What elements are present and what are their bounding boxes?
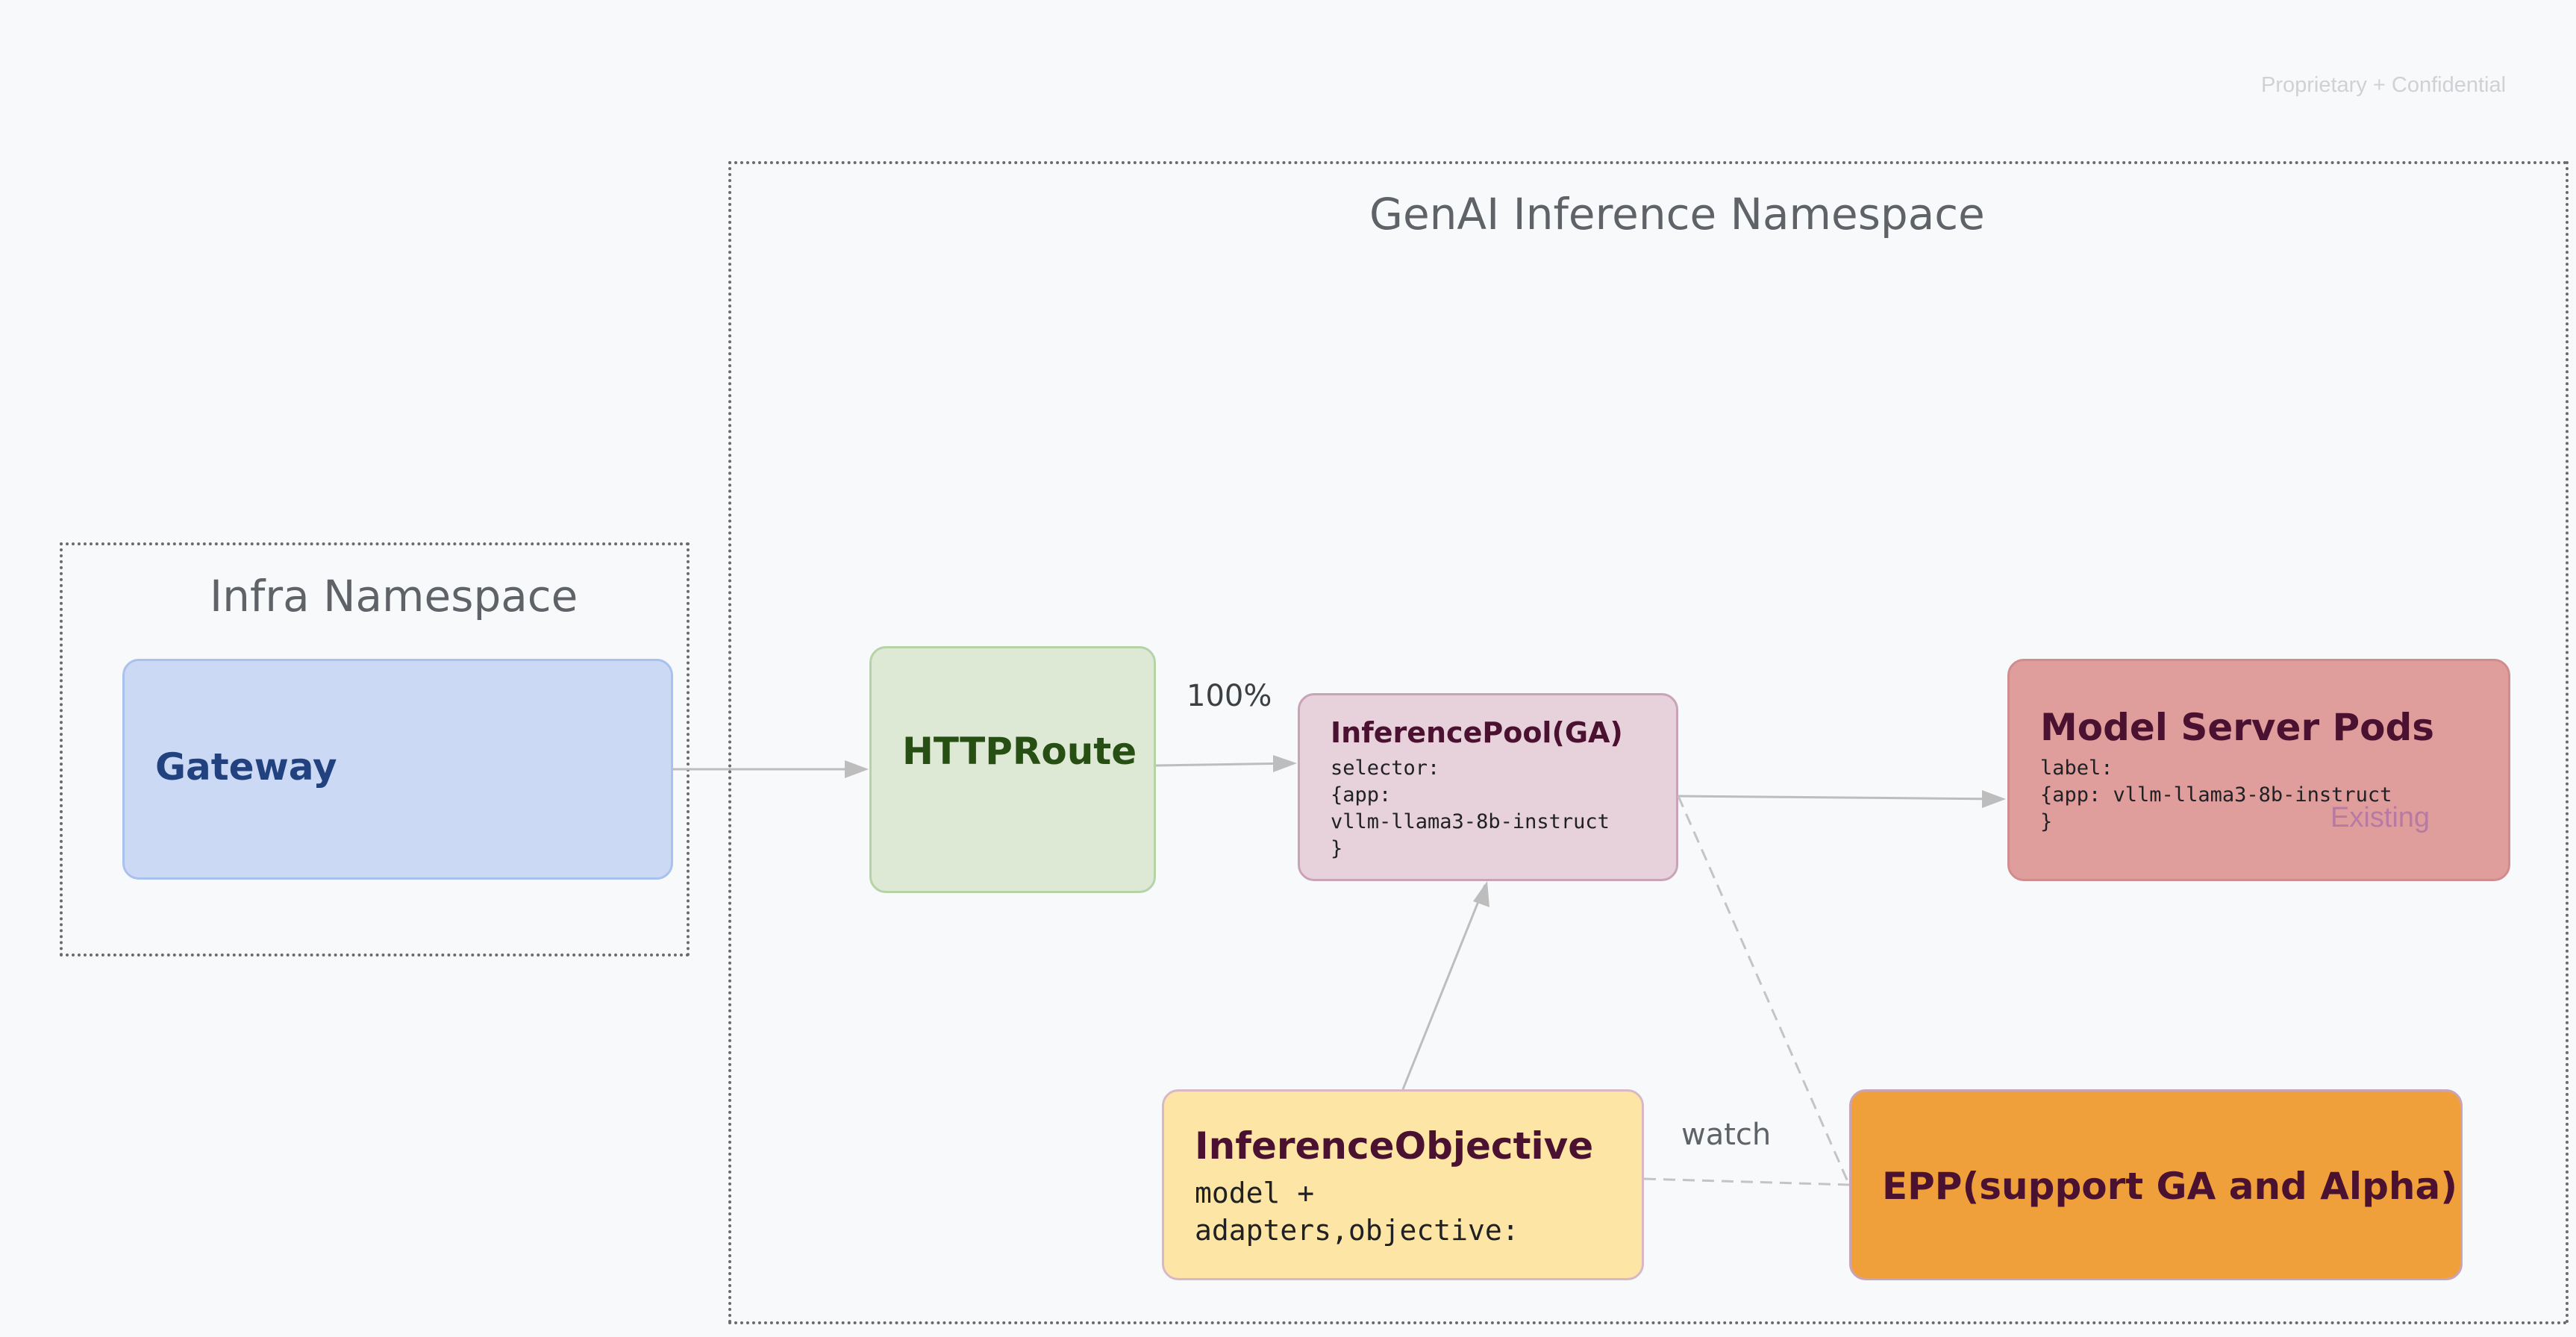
gateway-node: Gateway — [122, 659, 673, 880]
model-server-pods-title: Model Server Pods — [2040, 706, 2435, 749]
inferencepool-title: InferencePool(GA) — [1331, 716, 1623, 749]
confidentiality-note: Proprietary + Confidential — [2261, 73, 2507, 97]
inferencepool-selector-line: } — [1331, 837, 1343, 860]
httproute-to-pool-arrow — [1155, 762, 1295, 767]
genai-namespace-box — [728, 161, 2569, 1324]
epp-title: EPP(support GA and Alpha) — [1882, 1165, 2458, 1208]
objective-epp-dashed-link — [1643, 1177, 1850, 1186]
watch-label: watch — [1681, 1118, 1772, 1152]
inference-objective-node: InferenceObjective model + adapters,obje… — [1162, 1089, 1644, 1280]
httproute-arrowhead — [1273, 755, 1297, 772]
inferencepool-selector-line: vllm-llama3-8b-instruct — [1331, 810, 1610, 833]
inference-objective-title: InferenceObjective — [1195, 1124, 1594, 1168]
inferencepool-node: InferencePool(GA) selector: {app: vllm-l… — [1298, 693, 1678, 881]
inferencepool-selector-line: {app: — [1331, 783, 1392, 807]
inferencepool-selector-line: selector: — [1331, 757, 1440, 780]
pool-to-pods-arrow — [1678, 795, 2004, 801]
httproute-title: HTTPRoute — [902, 730, 1137, 773]
gateway-arrowhead — [845, 760, 869, 778]
httproute-node: HTTPRoute — [869, 646, 1156, 893]
inference-objective-line: adapters,objective: — [1195, 1214, 1519, 1247]
infra-namespace-title: Infra Namespace — [210, 571, 578, 621]
epp-node: EPP(support GA and Alpha) — [1849, 1089, 2463, 1280]
objective-to-pool-arrow — [1401, 884, 1486, 1090]
model-server-pods-label-line: label: — [2040, 757, 2113, 780]
model-server-pods-node: Model Server Pods label: {app: vllm-llam… — [2007, 659, 2510, 881]
genai-namespace-title: GenAI Inference Namespace — [1369, 189, 1985, 239]
infra-namespace-box — [60, 542, 690, 956]
traffic-split-label: 100% — [1187, 679, 1272, 713]
inference-objective-line: model + — [1195, 1177, 1315, 1209]
model-server-pods-label-line: } — [2040, 810, 2053, 833]
pool-epp-dashed-link — [1677, 795, 1851, 1186]
gateway-title: Gateway — [155, 745, 337, 789]
pods-arrowhead — [1982, 790, 2006, 808]
pool-arrowhead — [1473, 881, 1489, 907]
existing-tag: Existing — [2330, 802, 2430, 833]
model-server-pods-label-line: {app: vllm-llama3-8b-instruct — [2040, 783, 2392, 807]
